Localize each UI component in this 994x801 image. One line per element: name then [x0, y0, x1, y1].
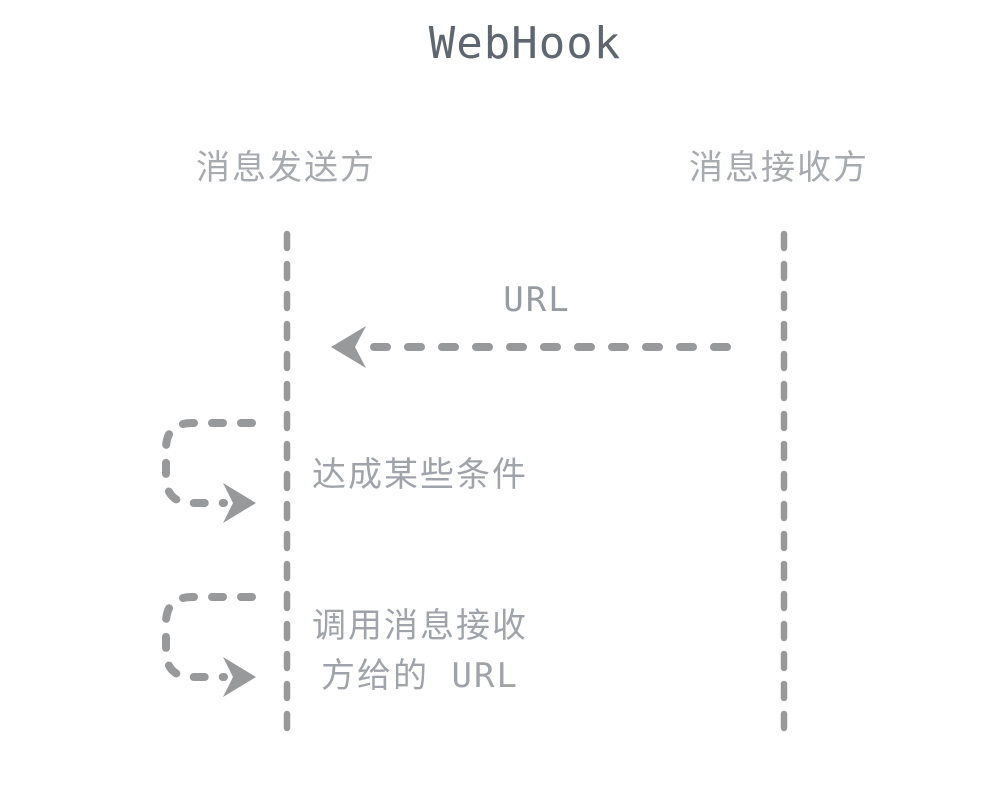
callback-message-label: 调用消息接收 方给的 URL: [312, 601, 528, 701]
condition-message-label: 达成某些条件: [312, 456, 528, 494]
callback-message-label-line1: 调用消息接收: [312, 607, 528, 645]
arrowhead-right-icon: [223, 657, 256, 697]
callback-message-label-line2: 方给的 URL: [321, 656, 519, 696]
participant-label-sender: 消息发送方: [196, 149, 376, 187]
diagram-title: WebHook: [428, 18, 622, 69]
arrowhead-right-icon: [223, 483, 256, 523]
callback-self-loop-line: [162, 593, 256, 681]
url-message-label: URL: [503, 280, 571, 320]
condition-self-loop-line: [162, 419, 256, 507]
participant-label-receiver: 消息接收方: [689, 149, 869, 187]
arrowhead-left-icon: [331, 326, 366, 368]
